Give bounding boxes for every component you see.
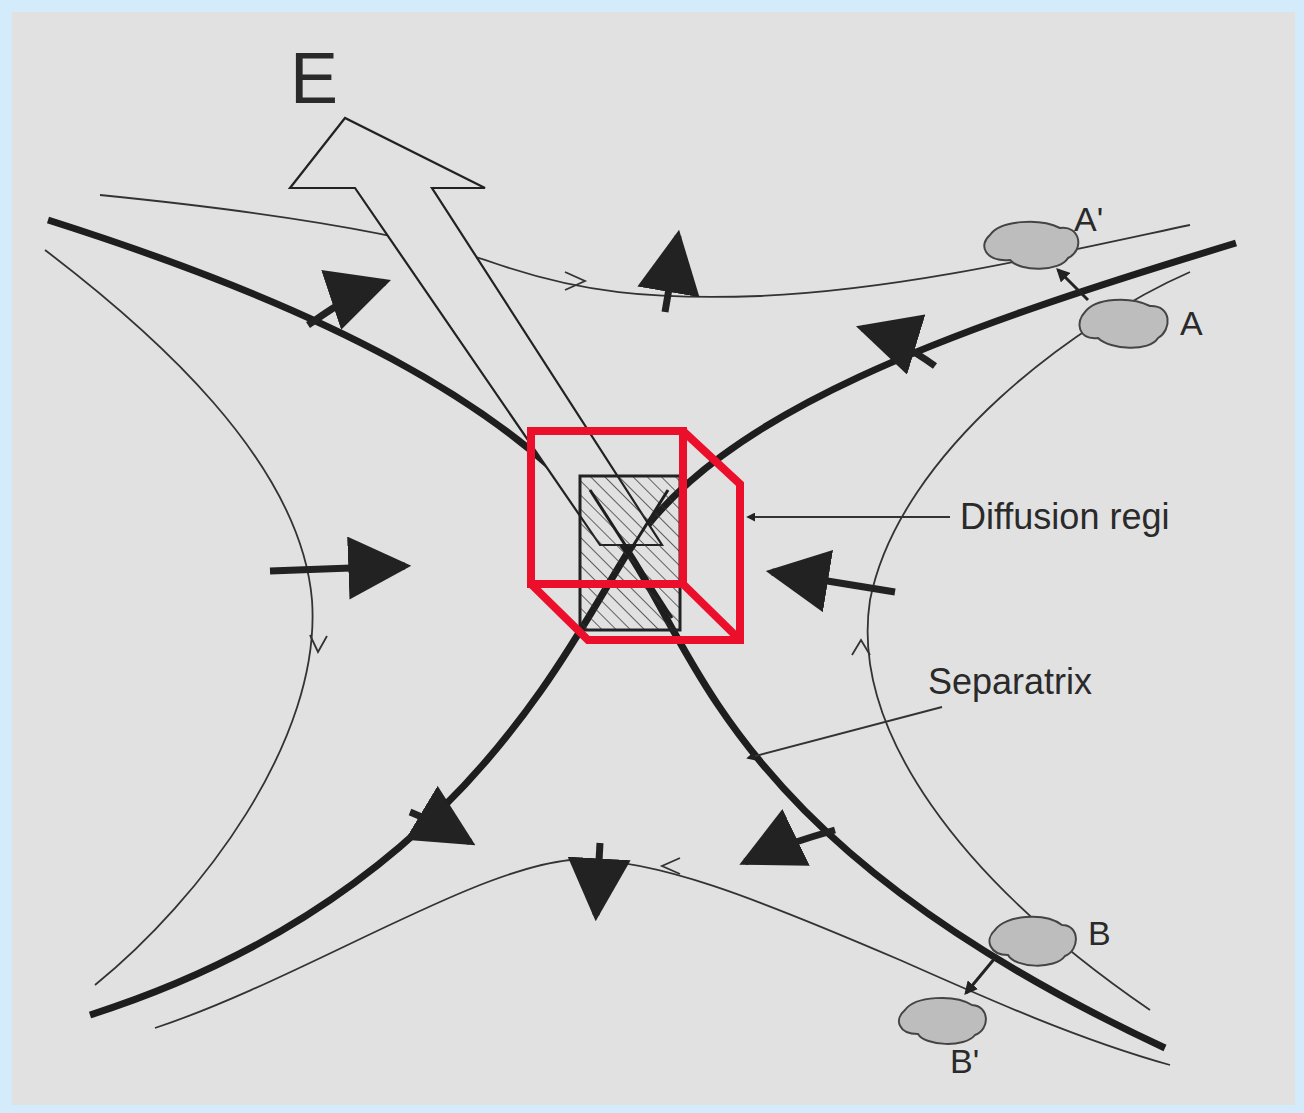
diffusion-region [580,476,680,630]
parcel-label: B' [950,1044,979,1078]
region-cube [531,431,740,640]
parcel-label: A' [1074,202,1103,236]
flow-arrows [270,236,935,915]
plasma-blobs [899,222,1168,1044]
separatrix-label: Separatrix [928,664,1092,700]
field-lines [45,195,1190,1065]
field-label: E [290,42,338,114]
panel [12,12,1295,1105]
separatrix [48,220,1236,1048]
separatrix-core [588,490,672,618]
displacement-arrows [966,270,1088,993]
region-label: Diffusion regi [960,499,1169,535]
leader-lines [748,517,950,758]
parcel-label: A [1180,306,1203,340]
parcel-label: B [1088,916,1111,950]
